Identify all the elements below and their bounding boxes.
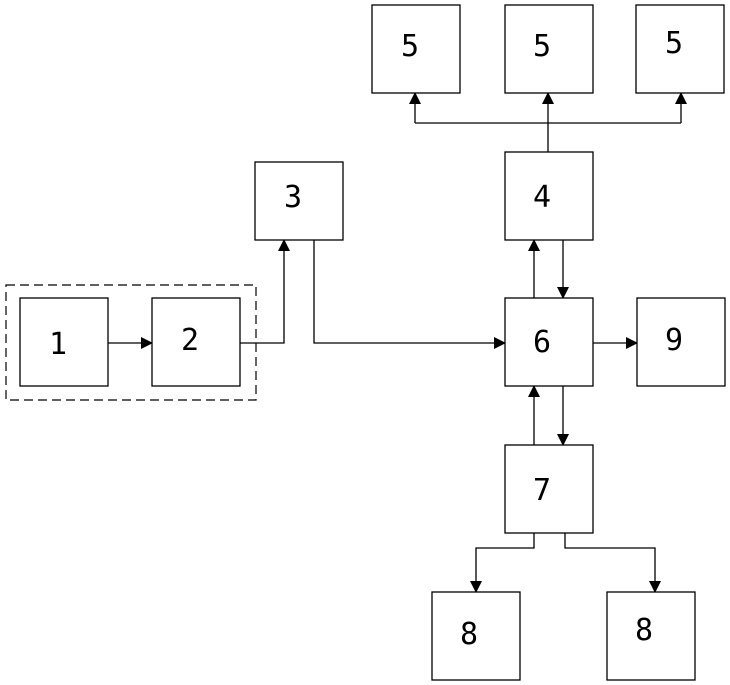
block-5-right: 5 xyxy=(635,4,725,94)
block-3-label: 3 xyxy=(284,180,302,215)
block-1-label: 1 xyxy=(49,327,67,362)
connector-2-to-3 xyxy=(240,239,290,344)
connector-7-to-8-left xyxy=(470,533,535,593)
block-4: 4 xyxy=(504,151,594,241)
block-7: 7 xyxy=(504,444,594,534)
block-7-label: 7 xyxy=(533,473,551,508)
block-8-right: 8 xyxy=(606,591,696,681)
block-5-right-label: 5 xyxy=(665,26,683,61)
block-3: 3 xyxy=(254,161,344,241)
block-5-left: 5 xyxy=(371,4,461,94)
block-6-label: 6 xyxy=(533,325,551,360)
group-1-2-outline xyxy=(5,284,257,401)
block-5-middle-label: 5 xyxy=(533,29,551,64)
block-6: 6 xyxy=(504,297,594,387)
block-2: 2 xyxy=(151,297,241,387)
block-9: 9 xyxy=(636,297,726,387)
block-4-label: 4 xyxy=(533,180,551,215)
connector-3-to-6 xyxy=(313,240,506,349)
block-8-right-label: 8 xyxy=(635,613,653,648)
connector-7-to-8-right xyxy=(564,533,661,593)
connector-4-trunk xyxy=(415,122,681,152)
block-8-left-label: 8 xyxy=(460,617,478,652)
block-5-middle: 5 xyxy=(504,4,594,94)
block-9-label: 9 xyxy=(665,323,683,358)
block-1: 1 xyxy=(19,297,109,387)
blocks: 1 2 3 4 5 5 5 6 xyxy=(19,4,726,681)
block-8-left: 8 xyxy=(431,591,521,681)
block-2-label: 2 xyxy=(181,323,199,358)
connector-lines xyxy=(108,92,687,593)
block-5-left-label: 5 xyxy=(401,29,419,64)
